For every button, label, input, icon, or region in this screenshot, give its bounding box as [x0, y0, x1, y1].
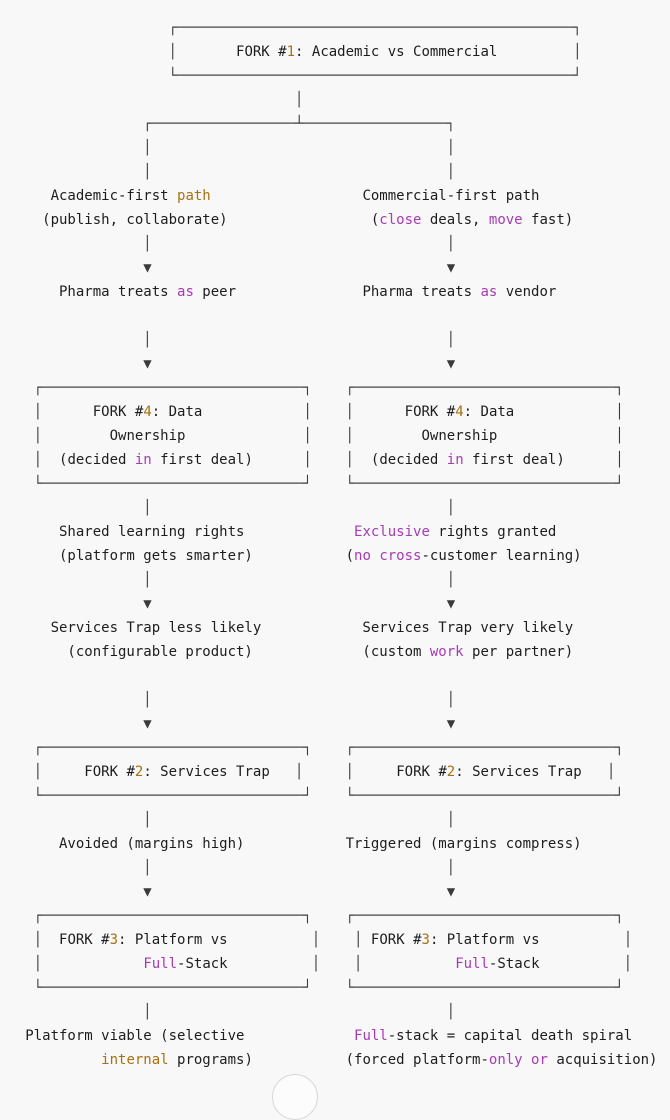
diagram-line — [0, 304, 670, 328]
diagram-line: ┌───────────────────────────────┐ ┌─────… — [0, 740, 624, 756]
diagram-line: │ │ — [0, 140, 456, 156]
diagram-line: ▼ ▼ — [0, 716, 456, 732]
diagram-line: │ FORK #2: Services Trap │ │ FORK #2: Se… — [0, 764, 616, 780]
diagram-line: │ FORK #1: Academic vs Commercial │ — [0, 44, 582, 60]
diagram-line: (configurable product) (custom work per … — [0, 644, 574, 660]
diagram-line: ▼ ▼ — [0, 596, 456, 612]
diagram-line: ┌───────────────────────────────┐ ┌─────… — [0, 908, 624, 924]
diagram-line: ┌─────────────────┴─────────────────┐ — [0, 116, 456, 132]
diagram-line: (platform gets smarter) (no cross-custom… — [0, 548, 582, 564]
diagram-line: ┌───────────────────────────────────────… — [0, 20, 582, 36]
diagram-line: │ (decided in first deal) │ │ (decided i… — [0, 452, 624, 468]
diagram-line: Shared learning rights Exclusive rights … — [0, 524, 557, 540]
diagram-line: Services Trap less likely Services Trap … — [0, 620, 574, 636]
diagram-line: ▼ ▼ — [0, 260, 456, 276]
ascii-flowchart-diagram: ┌───────────────────────────────────────… — [0, 20, 670, 1068]
diagram-line: │ │ — [0, 572, 456, 588]
diagram-line: ┌───────────────────────────────┐ ┌─────… — [0, 380, 624, 396]
diagram-line: │ │ — [0, 164, 456, 180]
diagram-line: └───────────────────────────────┘ └─────… — [0, 980, 624, 996]
diagram-line: └───────────────────────────────────────… — [0, 68, 582, 84]
diagram-line: └───────────────────────────────┘ └─────… — [0, 788, 624, 804]
diagram-line: │ │ — [0, 1004, 456, 1020]
diagram-line: internal programs) (forced platform-only… — [101, 1052, 658, 1068]
diagram-line: │ — [0, 92, 304, 108]
diagram-line: │ │ — [0, 860, 456, 876]
diagram-line: │ │ — [0, 236, 456, 252]
diagram-line — [0, 664, 670, 688]
diagram-line: │ FORK #4: Data │ │ FORK #4: Data │ — [0, 404, 624, 420]
diagram-line: │ │ — [0, 500, 456, 516]
scroll-down-button[interactable] — [272, 1074, 318, 1120]
diagram-line: Academic-first path Commercial-first pat… — [0, 188, 540, 204]
diagram-line: Avoided (margins high) Triggered (margin… — [0, 836, 582, 852]
diagram-line: Pharma treats as peer Pharma treats as v… — [0, 284, 557, 300]
diagram-line: │ │ — [0, 332, 456, 348]
diagram-line: │ FORK #3: Platform vs │ │ FORK #3: Plat… — [0, 932, 633, 948]
diagram-line: │ Ownership │ │ Ownership │ — [0, 428, 624, 444]
diagram-line: └───────────────────────────────┘ └─────… — [0, 476, 624, 492]
diagram-line: │ │ — [0, 812, 456, 828]
diagram-line: ▼ ▼ — [0, 884, 456, 900]
diagram-line: Platform viable (selective Full-stack = … — [0, 1028, 633, 1044]
diagram-line: │ Full-Stack │ │ Full-Stack │ — [0, 956, 633, 972]
diagram-line: │ │ — [0, 692, 456, 708]
diagram-line: (publish, collaborate) (close deals, mov… — [0, 212, 574, 228]
diagram-line: ▼ ▼ — [0, 356, 456, 372]
